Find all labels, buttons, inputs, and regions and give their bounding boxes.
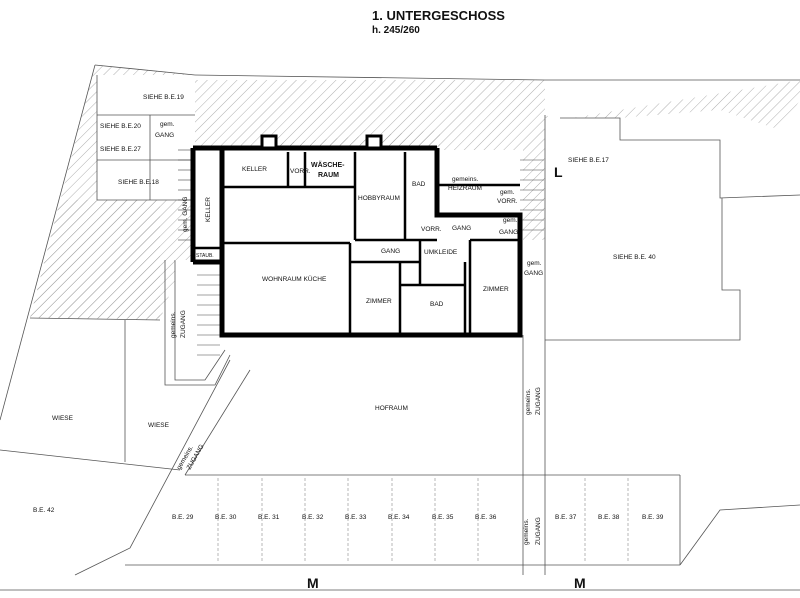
zugang-low-1: gemeins. <box>523 518 530 545</box>
be42-label: B.E. 42 <box>33 507 55 514</box>
interior-walls <box>195 152 520 335</box>
outdoor-labels: WIESE WIESE B.E. 42 gemeins. ZUGANG geme… <box>33 310 586 591</box>
parking-label-8: B.E. 36 <box>475 514 497 521</box>
room-hofraum: HOFRAUM <box>375 405 408 412</box>
room-umkleide: UMKLEIDE <box>424 249 458 256</box>
room-heizraum-2: HEIZRAUM <box>448 185 482 192</box>
ref-gem-gang-a: gem. <box>160 121 175 128</box>
room-stiegen: STAUB. <box>196 253 214 259</box>
m-left-mark: M <box>307 575 319 591</box>
ref-be17: SIEHE B.E.17 <box>568 157 609 164</box>
parking-label-5: B.E. 33 <box>345 514 367 521</box>
ref-be19: SIEHE B.E.19 <box>143 94 184 101</box>
ref-be40: SIEHE B.E. 40 <box>613 254 656 261</box>
parking-label-9: B.E. 37 <box>555 514 577 521</box>
room-hobbyraum: HOBBYRAUM <box>358 195 400 202</box>
ref-be27: SIEHE B.E.27 <box>100 146 141 153</box>
room-waesche-2: RAUM <box>318 172 339 179</box>
room-zimmer-1: ZIMMER <box>366 298 392 305</box>
m-right-mark: M <box>574 575 586 591</box>
parking-label-1: B.E. 29 <box>172 514 194 521</box>
room-vorr-1: VORR. <box>290 168 311 175</box>
parking-label-4: B.E. 32 <box>302 514 324 521</box>
zugang-left-1: gemeins. <box>170 311 177 338</box>
plan-title: 1. UNTERGESCHOSS <box>372 8 505 23</box>
room-labels: KELLER VORR. WÄSCHE- RAUM BAD HOBBYRAUM … <box>182 161 543 412</box>
room-gem-gang-left: gem. GANG <box>182 197 189 232</box>
site-lines <box>0 64 800 591</box>
room-waesche-1: WÄSCHE- <box>311 161 345 169</box>
room-gem-gang-right-2: GANG <box>524 270 543 277</box>
zugang-left-2: ZUGANG <box>180 310 187 338</box>
parking-label-3: B.E. 31 <box>258 514 280 521</box>
room-keller-top: KELLER <box>242 166 267 173</box>
parking-label-7: B.E. 35 <box>432 514 454 521</box>
wiese-1: WIESE <box>52 415 74 422</box>
parking-labels: B.E. 29 B.E. 30 B.E. 31 B.E. 32 B.E. 33 B.E. … <box>172 514 664 521</box>
room-gem-vorr-1: gem. <box>500 189 515 196</box>
zugang-mid-2: ZUGANG <box>535 387 542 415</box>
room-vorr-2: VORR. <box>421 226 442 233</box>
chimneys <box>260 134 383 150</box>
room-gem-gang-r2: GANG <box>499 229 518 236</box>
ref-be18: SIEHE B.E.18 <box>118 179 159 186</box>
exterior-walls <box>190 145 523 338</box>
plan-subtitle: h. 245/260 <box>372 25 420 36</box>
room-gang-2: GANG <box>452 225 471 232</box>
room-bad-2: BAD <box>430 301 444 308</box>
room-keller-side: KELLER <box>205 197 212 222</box>
parking-label-10: B.E. 38 <box>598 514 620 521</box>
room-gem-gang-r1: gem. <box>503 217 518 224</box>
stairs <box>178 149 544 356</box>
room-zimmer-2: ZIMMER <box>483 286 509 293</box>
room-wohnraum: WOHNRAUM KÜCHE <box>262 275 327 283</box>
wiese-2: WIESE <box>148 422 170 429</box>
parking-label-6: B.E. 34 <box>388 514 410 521</box>
parking-label-2: B.E. 30 <box>215 514 237 521</box>
ref-gem-gang-b: GANG <box>155 132 174 139</box>
parking-label-11: B.E. 39 <box>642 514 664 521</box>
room-gang-1: GANG <box>381 248 400 255</box>
ref-be20: SIEHE B.E.20 <box>100 123 141 130</box>
reference-labels: SIEHE B.E.19 SIEHE B.E.20 gem. GANG SIEH… <box>100 94 656 261</box>
zugang-mid-1: gemeins. <box>525 388 532 415</box>
room-gem-vorr-2: VORR. <box>497 198 518 205</box>
room-heizraum-1: gemeins. <box>452 176 479 183</box>
room-gem-gang-right-1: gem. <box>527 260 542 267</box>
room-bad-1: BAD <box>412 181 426 188</box>
ref-l-mark: L <box>554 164 563 180</box>
parking-dividers <box>217 478 629 562</box>
zugang-low-2: ZUGANG <box>535 517 542 545</box>
